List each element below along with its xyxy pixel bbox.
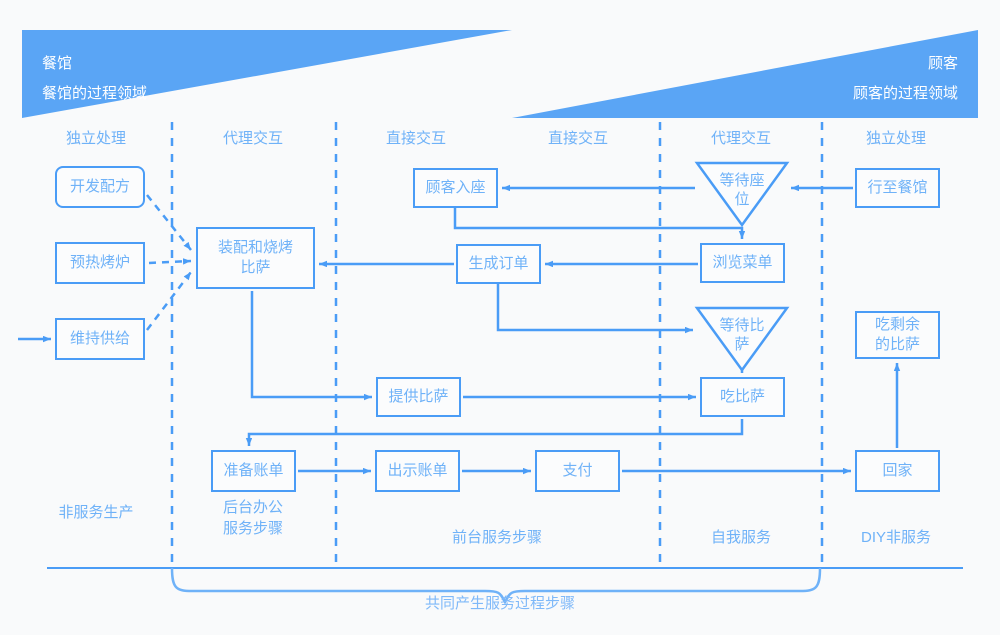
node-eat-leftover-pizza[interactable]: 吃剩余 的比萨 <box>855 311 940 359</box>
node-wait-for-pizza[interactable]: 等待比 萨 <box>719 317 765 353</box>
wait-for-seat-shape <box>694 161 790 228</box>
node-pay[interactable]: 支付 <box>535 450 620 492</box>
customer-banner-subtitle: 顾客的过程领域 <box>852 85 958 102</box>
node-preheat-oven[interactable]: 预热烤炉 <box>55 242 145 284</box>
eat-to-preparebill-arrow <box>245 419 744 446</box>
node-browse-menu[interactable]: 浏览菜单 <box>700 243 785 283</box>
createorder-to-waitpizza-arrow <box>496 284 693 334</box>
node-develop-recipe[interactable]: 开发配方 <box>55 166 145 208</box>
node-serve-pizza[interactable]: 提供比萨 <box>376 377 461 417</box>
column-header-direct-right: 直接交互 <box>547 130 608 147</box>
node-prepare-bill[interactable]: 准备账单 <box>211 450 296 492</box>
preheat-to-assemble-arrow <box>148 258 192 265</box>
coproduction-bracket <box>170 567 822 605</box>
node-create-order[interactable]: 生成订单 <box>456 244 541 284</box>
node-eat-pizza[interactable]: 吃比萨 <box>700 377 785 417</box>
column-header-agent-right: 代理交互 <box>710 130 771 147</box>
column-footer-diy-nonservice: DIY非服务 <box>860 529 931 546</box>
restaurant-banner-title: 餐馆 <box>42 55 73 72</box>
banner-shapes <box>22 30 978 118</box>
node-wait-for-seat[interactable]: 等待座 位 <box>719 172 765 208</box>
node-present-bill[interactable]: 出示账单 <box>375 450 460 492</box>
column-header-independent-left: 独立处理 <box>65 130 126 147</box>
seated-to-browsemenu-arrow <box>453 208 746 239</box>
node-go-to-restaurant[interactable]: 行至餐馆 <box>855 168 940 208</box>
agent-dashed-arrows <box>146 194 192 331</box>
node-go-home[interactable]: 回家 <box>855 450 940 492</box>
restaurant-banner-shape <box>22 30 512 118</box>
customer-banner-title: 顾客 <box>927 55 958 72</box>
node-maintain-supply[interactable]: 维持供给 <box>55 318 145 360</box>
customer-banner-shape <box>512 30 978 118</box>
restaurant-banner-subtitle: 餐馆的过程领域 <box>42 85 148 102</box>
node-assemble-and-bake-pizza[interactable]: 装配和烧烤 比萨 <box>196 227 315 289</box>
supply-to-assemble-arrow <box>146 271 192 331</box>
node-customer-seated[interactable]: 顾客入座 <box>413 168 498 208</box>
column-footer-backoffice-steps: 后台办公 服务步骤 <box>222 499 283 537</box>
column-dividers <box>170 122 824 568</box>
column-header-independent-right: 独立处理 <box>865 130 926 147</box>
wait-triangle-shapes <box>694 161 790 373</box>
column-footer-nonservice-production: 非服务生产 <box>58 504 134 521</box>
column-header-agent-left: 代理交互 <box>222 130 283 147</box>
assemble-to-serve-arrow <box>250 291 372 401</box>
column-header-direct-left: 直接交互 <box>385 130 446 147</box>
wait-for-pizza-shape <box>694 306 790 373</box>
recipe-to-assemble-arrow <box>146 194 192 251</box>
coproduction-bracket-label: 共同产生服务过程步骤 <box>424 595 575 612</box>
column-footer-frontstage-steps: 前台服务步骤 <box>451 529 542 546</box>
column-footer-self-service: 自我服务 <box>710 529 771 546</box>
